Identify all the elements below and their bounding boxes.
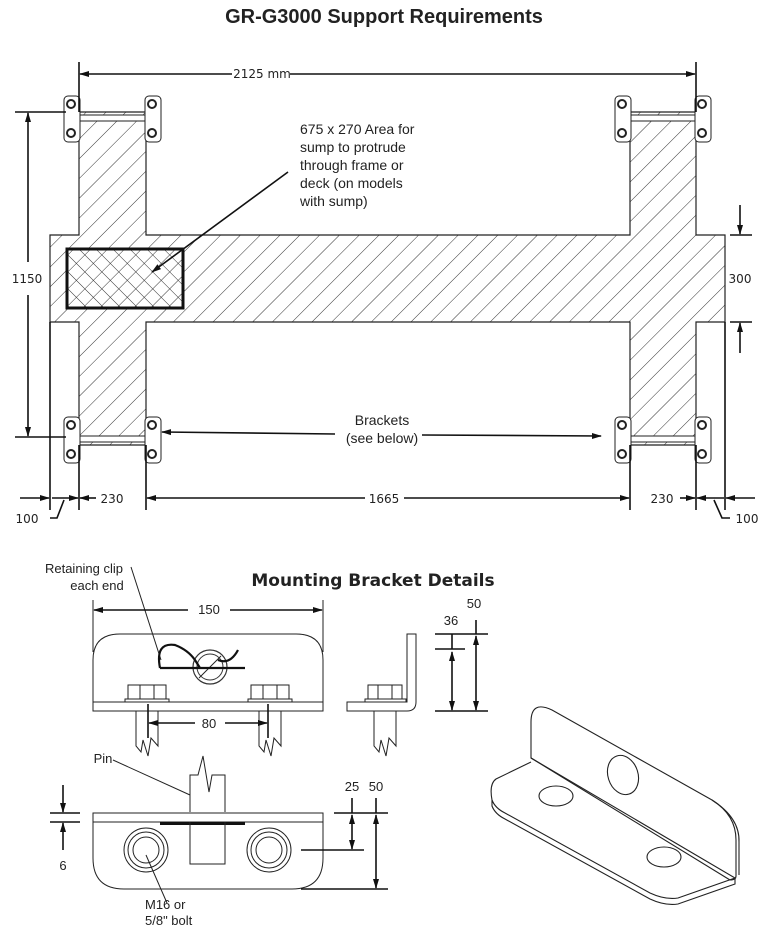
svg-text:with sump): with sump) [299, 193, 368, 209]
cross-member-height-label: 300 [729, 272, 752, 286]
overall-width-label: 2125 mm [233, 67, 291, 81]
svg-text:M16 or: M16 or [145, 897, 186, 912]
page-title: GR-G3000 Support Requirements [225, 6, 543, 28]
bracket-front-view: 150 80 [92, 600, 324, 757]
plate-thickness-label: 6 [59, 858, 66, 873]
height-outer-label: 50 [467, 596, 481, 611]
sump-note: 675 x 270 Area for sump to protrude thro… [299, 121, 415, 209]
svg-text:Retaining clip: Retaining clip [45, 561, 123, 576]
svg-text:(see below): (see below) [346, 430, 418, 446]
svg-text:Brackets: Brackets [355, 412, 409, 428]
hole-offset-label: 25 [345, 779, 359, 794]
depth-label: 50 [369, 779, 383, 794]
frame-plan-view: 2125 mm 1150 300 230 1665 230 100 100 67… [12, 62, 759, 526]
svg-text:through frame or: through frame or [300, 157, 404, 173]
offset-right-label: 100 [736, 512, 759, 526]
bracket-isometric-view [490, 706, 740, 905]
inner-span-label: 1665 [369, 492, 400, 506]
bracket-icon [144, 95, 162, 143]
svg-text:675 x 270 Area for: 675 x 270 Area for [300, 121, 415, 137]
beam-width-right-label: 230 [651, 492, 674, 506]
sump-area [65, 247, 185, 310]
bracket-plan-view: Pin 6 25 50 [50, 751, 388, 928]
bracket-icon [614, 95, 632, 143]
bracket-details-title: Mounting Bracket Details [251, 571, 494, 591]
brackets-note: Brackets (see below) [346, 412, 418, 446]
bolt-icon [124, 684, 170, 757]
bolt-head-icon [246, 827, 292, 873]
bracket-icon [63, 416, 81, 464]
svg-text:deck (on models: deck (on models [300, 175, 403, 191]
bolt-icon [247, 684, 293, 757]
overall-height-label: 1150 [12, 272, 43, 286]
bolt-note: M16 or 5/8" bolt [145, 897, 193, 928]
bracket-length-label: 150 [198, 602, 220, 617]
clip-note: Retaining clip each end [45, 561, 124, 593]
height-inner-label: 36 [444, 613, 458, 628]
bolt-spacing-label: 80 [202, 716, 216, 731]
bracket-icon [614, 416, 632, 464]
bracket-side-view: 36 50 [346, 596, 488, 757]
pin-label: Pin [94, 751, 113, 766]
offset-left-label: 100 [16, 512, 39, 526]
bracket-icon [694, 95, 712, 143]
bracket-icon [694, 416, 712, 464]
retaining-clip-icon [157, 643, 245, 670]
svg-text:5/8" bolt: 5/8" bolt [145, 913, 193, 928]
bracket-icon [63, 95, 81, 143]
bracket-icon [144, 416, 162, 464]
beam-width-left-label: 230 [101, 492, 124, 506]
svg-text:each end: each end [70, 578, 124, 593]
bolt-head-icon [123, 827, 169, 873]
svg-text:sump to protrude: sump to protrude [300, 139, 406, 155]
